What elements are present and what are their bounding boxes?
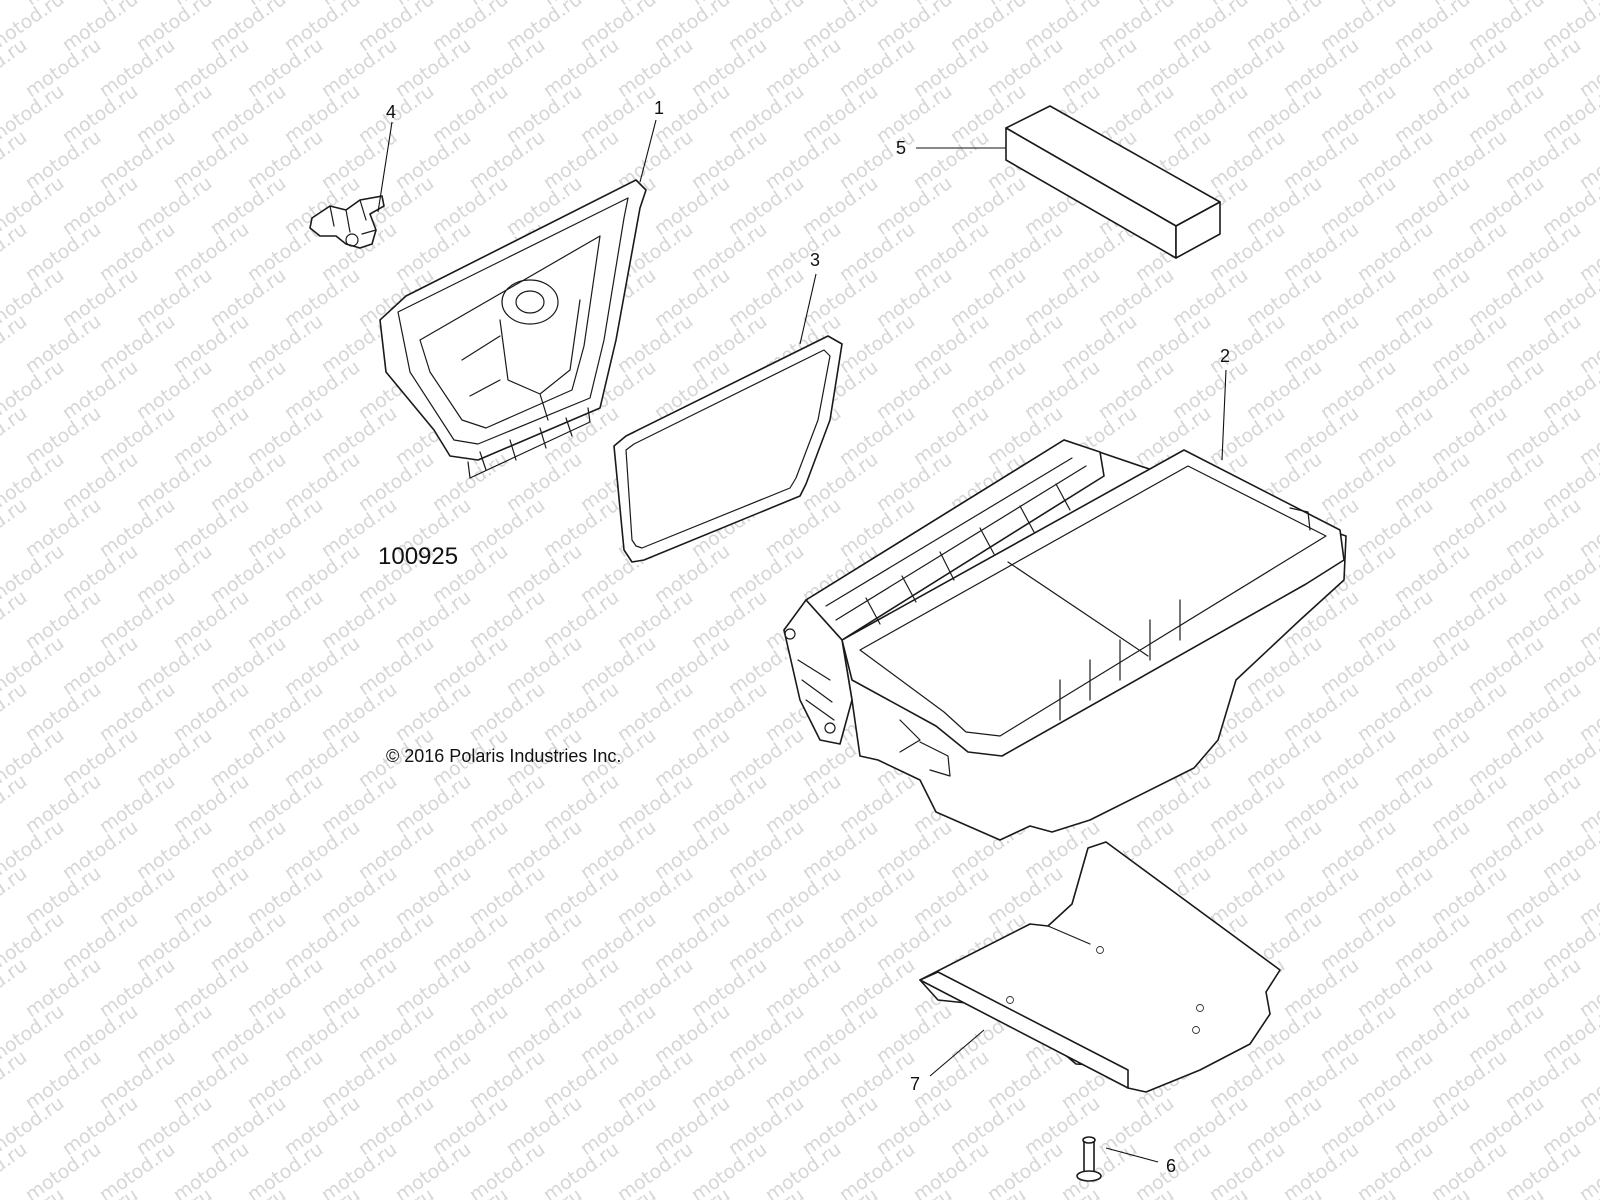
- part-6-pin: [1076, 1136, 1102, 1182]
- callout-3: 3: [810, 250, 820, 270]
- leader-7: [929, 1029, 985, 1077]
- callout-7: 7: [910, 1074, 920, 1094]
- leader-1: [639, 119, 657, 183]
- callout-5: 5: [896, 138, 906, 158]
- part-4-latch: [309, 195, 385, 249]
- leader-6: [1105, 1147, 1159, 1163]
- callout-2: 2: [1220, 346, 1230, 366]
- part-7-plate: [919, 841, 1281, 1093]
- part-1-cover: [379, 179, 647, 479]
- leader-lines: [377, 119, 1227, 1163]
- watermark-text: motod.ru: [1575, 0, 1600, 10]
- callout-1: 1: [654, 98, 664, 118]
- part-5-foam-block: [1005, 105, 1221, 259]
- callout-6: 6: [1166, 1156, 1176, 1176]
- part-2-storage-box: [783, 439, 1347, 841]
- figure-number: 100925: [378, 543, 458, 570]
- copyright-text: © 2016 Polaris Industries Inc.: [386, 746, 621, 766]
- leader-4: [377, 121, 393, 213]
- callout-4: 4: [386, 102, 396, 122]
- leader-2: [1221, 369, 1227, 461]
- part-3-gasket: [613, 335, 843, 563]
- leader-3: [799, 273, 817, 345]
